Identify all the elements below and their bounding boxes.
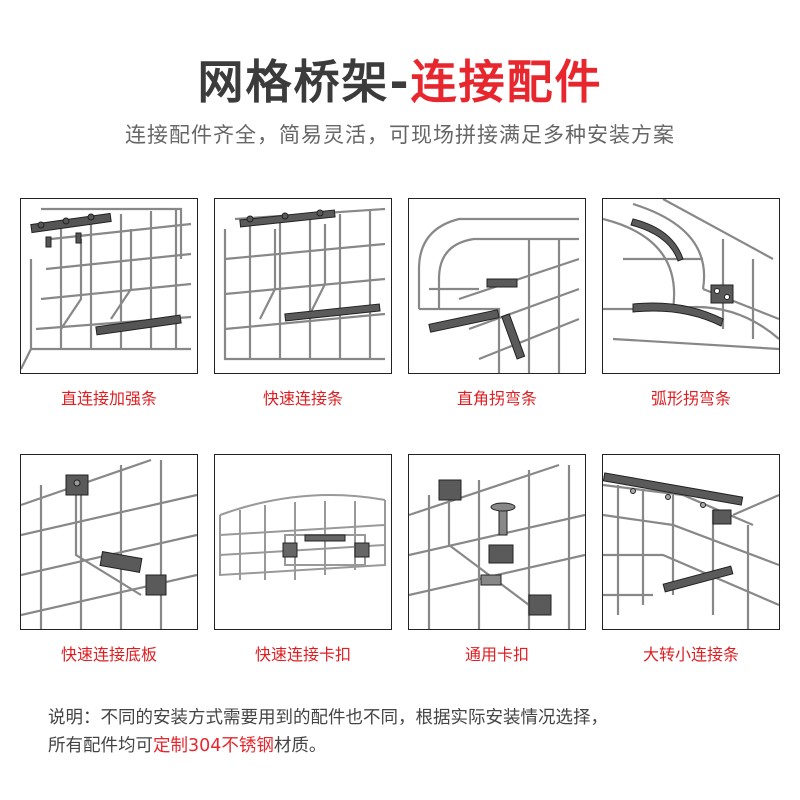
caption-quick-connect-clip: 快速连接卡扣: [254, 645, 351, 664]
quick-connect-base-plate-diagram: [20, 454, 198, 630]
straight-reinforce-connector-diagram: [20, 198, 198, 374]
caption-right-angle-bend: 直角拐弯条: [456, 389, 537, 408]
caption-universal-clip: 通用卡扣: [464, 645, 529, 664]
title-highlight: 连接配件: [410, 55, 603, 109]
caption-straight-reinforce-connector: 直连接加强条: [60, 389, 157, 408]
caption-quick-connect-base-plate: 快速连接底板: [60, 645, 157, 664]
quick-connect-clip-diagram: [214, 454, 392, 630]
note-line-2-prefix: 所有配件均可: [48, 736, 153, 756]
caption-quick-connect-strip: 快速连接条: [262, 389, 343, 408]
caption-reducer-connector: 大转小连接条: [642, 645, 739, 664]
universal-clip-diagram: [408, 454, 586, 630]
page-subtitle: 连接配件齐全，简易灵活，可现场拼接满足多种安装方案: [125, 123, 675, 147]
quick-connect-strip-diagram: [214, 198, 392, 374]
note-line-2-suffix: 材质。: [273, 736, 327, 756]
note-line-1: 说明：不同的安装方式需要用到的配件也不同，根据实际安装情况选择，: [48, 708, 608, 728]
arc-bend-diagram: [602, 198, 780, 374]
reducer-connector-diagram: [602, 454, 780, 630]
right-angle-bend-diagram: [408, 198, 586, 374]
caption-arc-bend: 弧形拐弯条: [650, 389, 731, 408]
note-line-2: 所有配件均可定制304不锈钢材质。: [48, 733, 768, 759]
page-title: 网格桥架-连接配件: [0, 52, 800, 112]
title-main: 网格桥架-: [197, 55, 411, 109]
note-highlight-material: 定制304不锈钢: [153, 736, 274, 756]
